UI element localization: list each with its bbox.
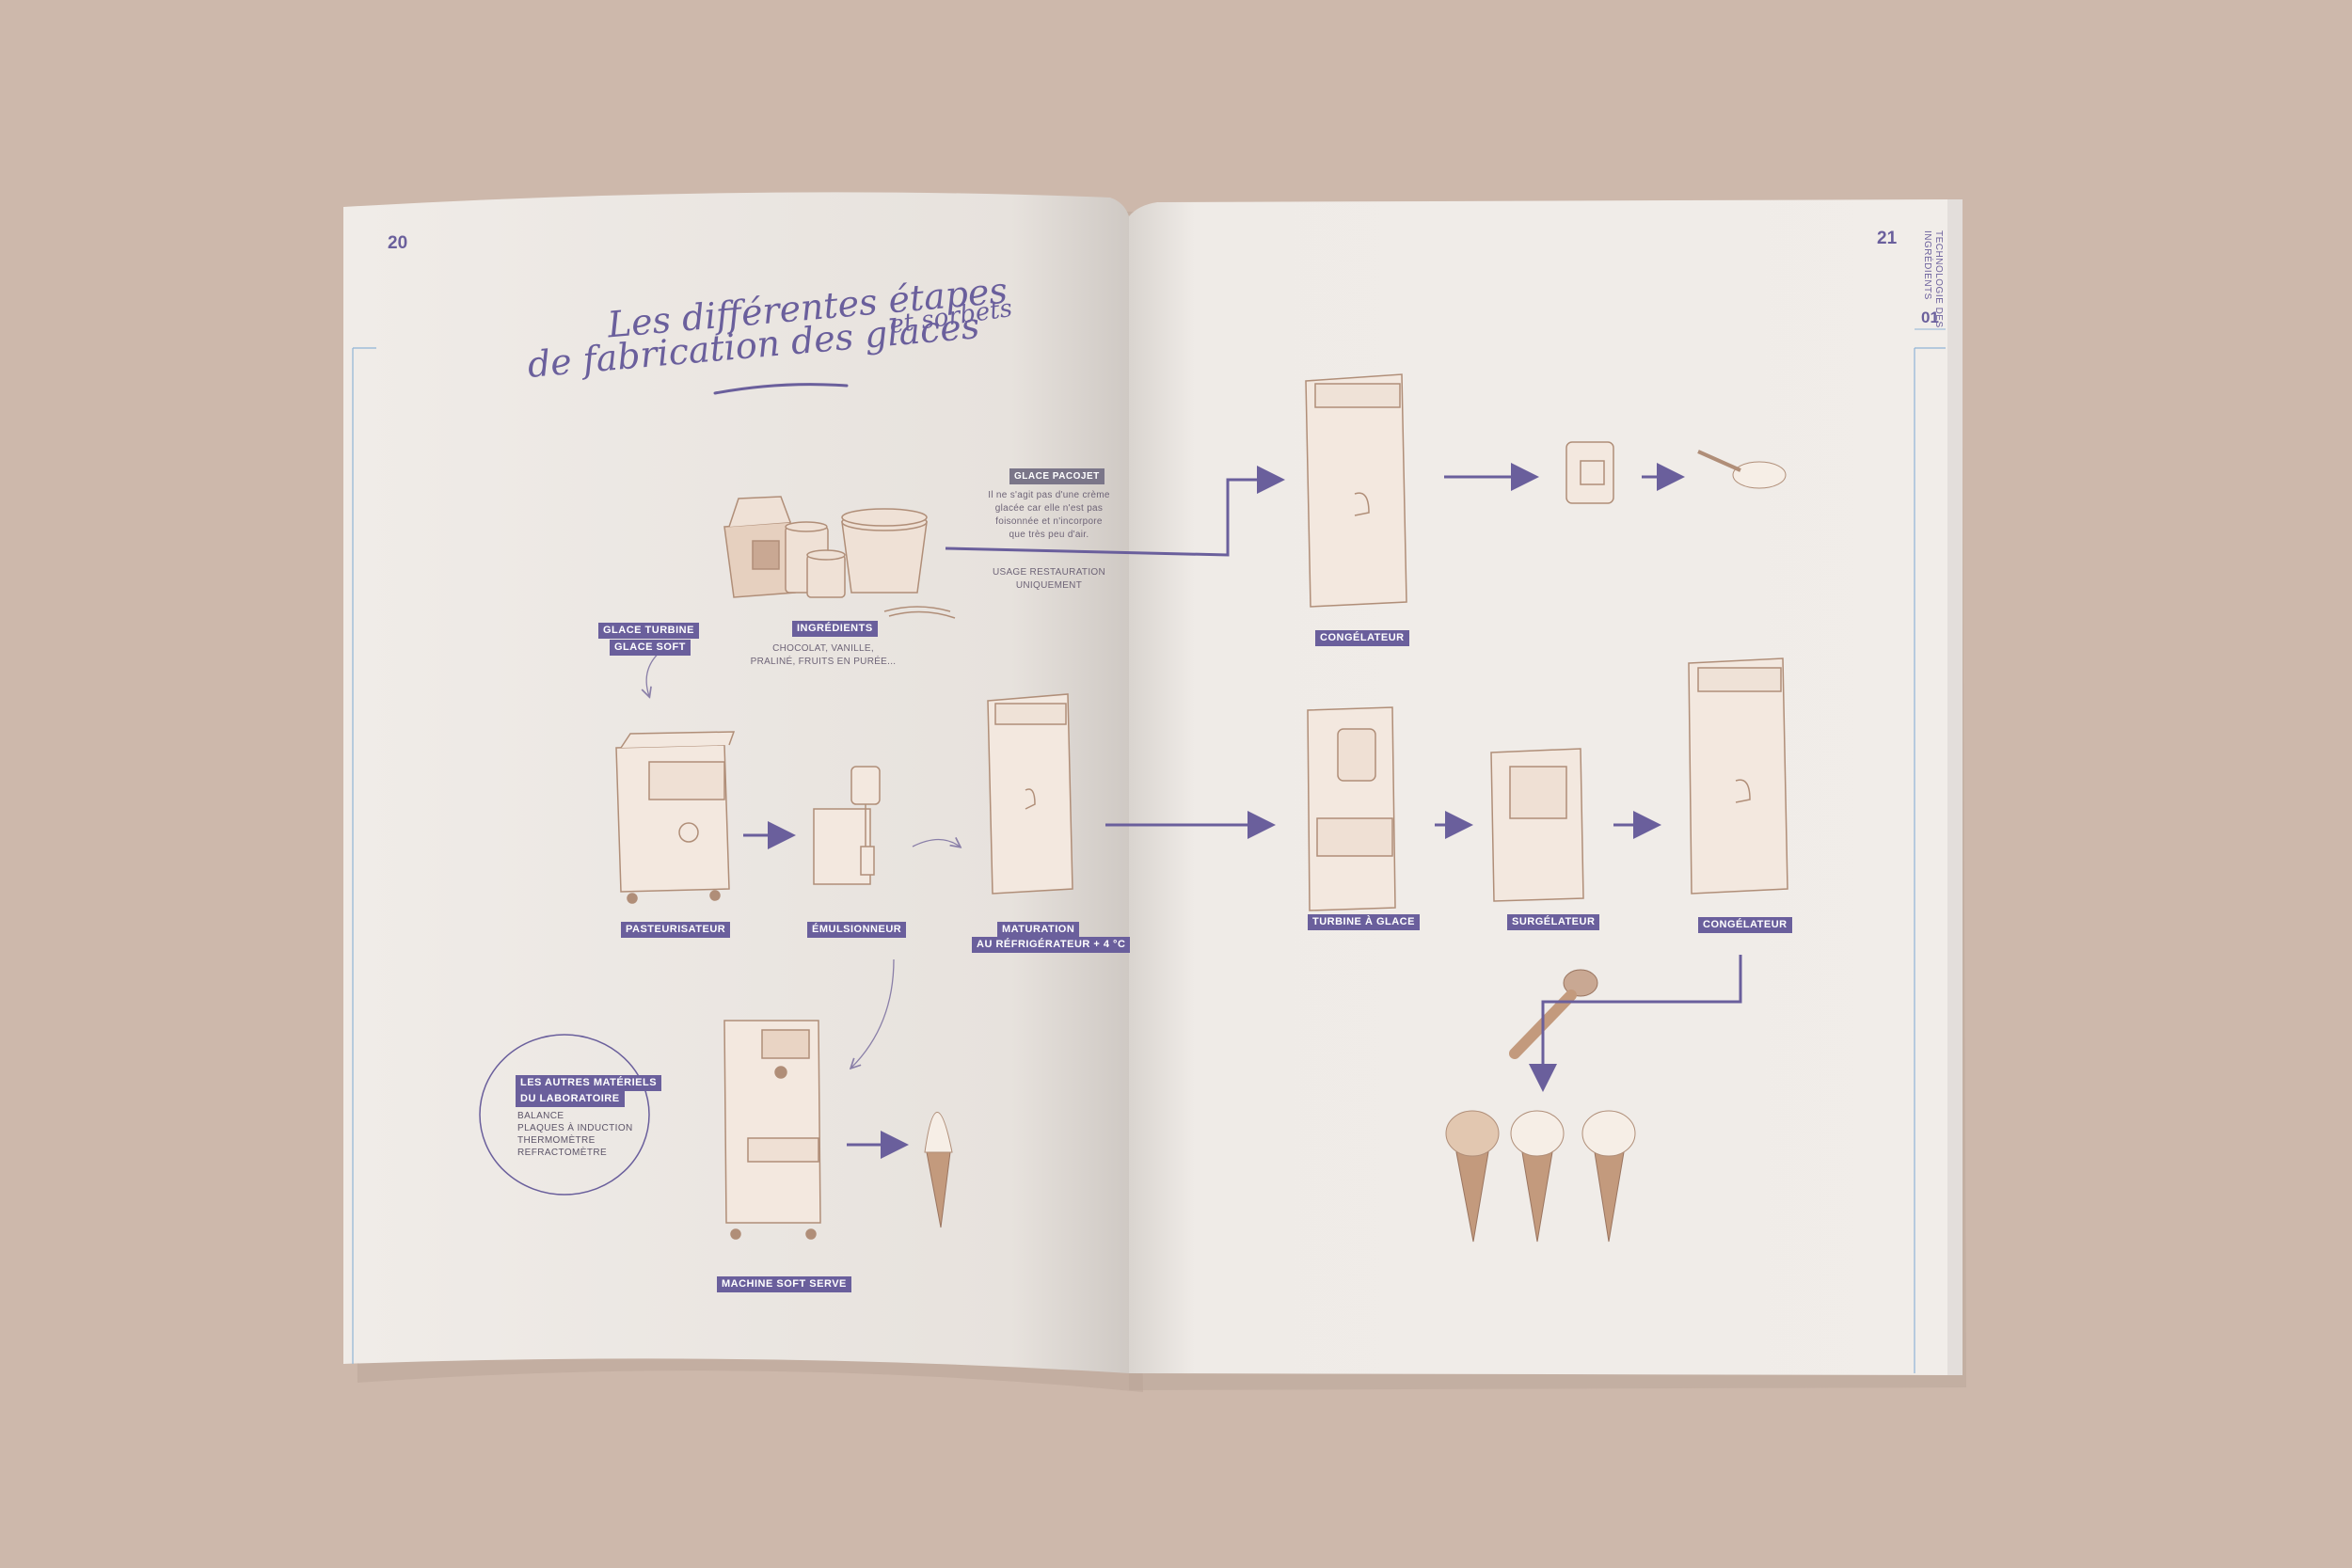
pasteurisateur-label: PASTEURISATEUR [621,922,731,938]
congelateur-top-label: CONGÉLATEUR [1315,630,1409,646]
other-equipment-item: PLAQUES À INDUCTION [517,1123,633,1133]
maturation-label-line2: AU RÉFRIGÉRATEUR + 4 °C [972,937,1131,953]
maturation-label-line1: MATURATION [997,922,1080,938]
congelateur-bottom-label: CONGÉLATEUR [1698,917,1792,933]
ingredients-description-line1: CHOCOLAT, VANILLE, [772,643,874,654]
pacojet-usage-line1: USAGE RESTAURATION [992,567,1106,578]
side-tab-number: 01 [1921,309,1939,326]
turbine-illustration [1307,706,1396,911]
flow-arrows [743,463,1742,1159]
ingredients-illustration [723,496,956,619]
pacojet-illustration [1565,441,1614,504]
surgelateur-illustration [1490,748,1584,902]
ingredients-label: INGRÉDIENTS [792,621,878,637]
turbine-label: TURBINE À GLACE [1308,914,1420,930]
other-equipment-list: BALANCE PLAQUES À INDUCTION THERMOMÈTRE … [517,1110,633,1159]
pacojet-note-line1: Il ne s'agit pas d'une crème [988,490,1110,500]
soft-serve-machine-illustration [723,1020,821,1240]
pasteurisateur-illustration [615,731,736,904]
maturation-fridge-illustration [987,693,1073,895]
other-equipment-title-line2: DU LABORATOIRE [516,1091,625,1107]
pacojet-note-line2: glacée car elle n'est pas [994,503,1104,514]
pacojet-label: GLACE PACOJET [1009,468,1104,484]
scoop-cones-illustration [1445,1110,1636,1243]
pacojet-usage-line2: UNIQUEMENT [1015,580,1083,591]
ingredients-description-line2: PRALINÉ, FRUITS EN PURÉE... [750,657,897,667]
soft-cone-illustration [924,1112,953,1228]
other-equipment-item: THERMOMÈTRE [517,1135,596,1146]
other-equipment-title-line1: LES AUTRES MATÉRIELS [516,1075,662,1091]
glace-turbine-label: GLACE TURBINE [598,623,699,639]
congelateur-top-illustration [1305,373,1407,608]
emulsionneur-label: ÉMULSIONNEUR [807,922,907,938]
spoon-illustration [1697,450,1787,489]
other-equipment-item: REFRACTOMÈTRE [517,1148,608,1158]
other-equipment-ellipse [479,1034,650,1196]
page-number-left: 20 [388,233,408,253]
pacojet-usage: USAGE RESTAURATION UNIQUEMENT [983,566,1115,593]
soft-serve-label: MACHINE SOFT SERVE [717,1276,851,1292]
page-number-right: 21 [1877,229,1898,248]
pacojet-note-line3: foisonnée et n'incorpore [995,516,1103,527]
pacojet-note: Il ne s'agit pas d'une crème glacée car … [983,489,1115,542]
side-tab: TECHNOLOGIE DES INGRÉDIENTS [1919,230,1946,328]
pacojet-note-line4: que très peu d'air. [1009,530,1089,540]
glace-soft-label: GLACE SOFT [610,640,691,656]
other-equipment-item: BALANCE [517,1111,564,1121]
surgelateur-label: SURGÉLATEUR [1507,914,1600,930]
congelateur-bottom-illustration [1688,657,1788,895]
ingredients-description: CHOCOLAT, VANILLE, PRALINÉ, FRUITS EN PU… [734,642,913,669]
emulsionneur-illustration [813,766,881,885]
